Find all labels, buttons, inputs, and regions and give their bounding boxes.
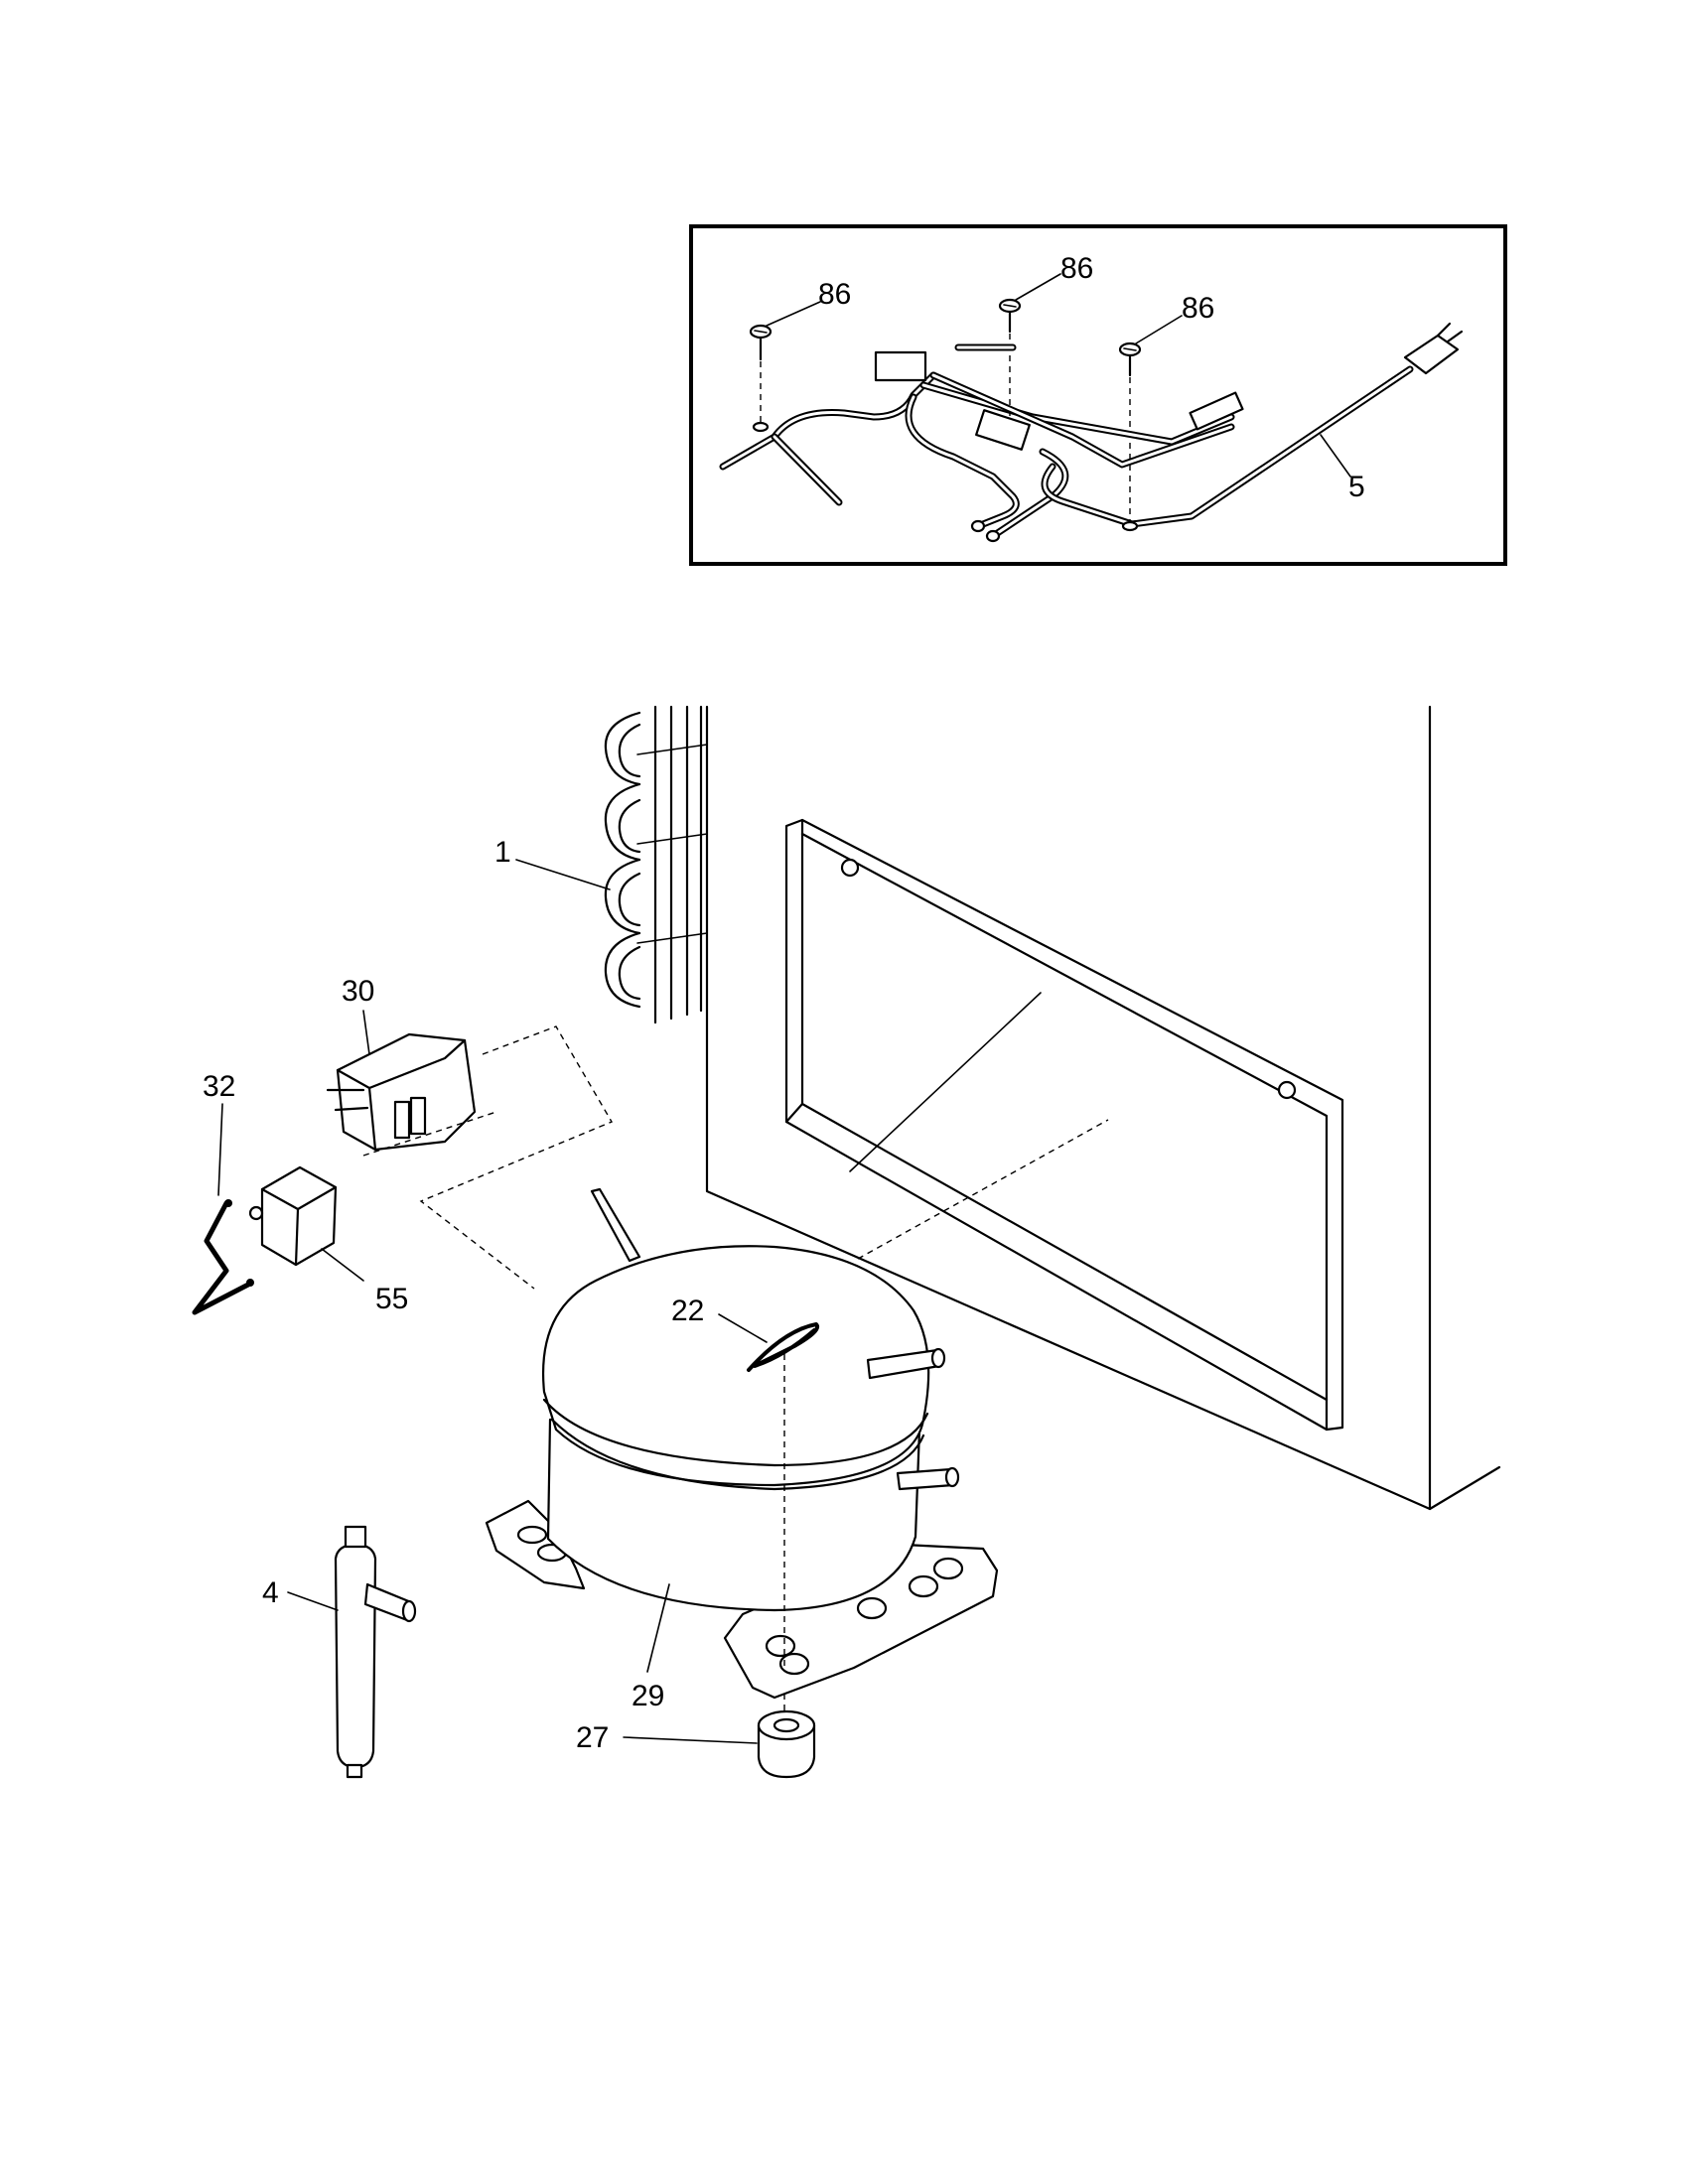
screw-left xyxy=(749,301,821,425)
relay-cover xyxy=(326,1010,614,1290)
junction-block xyxy=(975,409,1031,451)
callout-30: 30 xyxy=(342,975,374,1008)
callout-27: 27 xyxy=(576,1721,609,1754)
connector-block xyxy=(874,350,927,382)
compressor xyxy=(485,1187,999,1723)
power-plug xyxy=(1403,322,1464,375)
callout-86-left: 86 xyxy=(818,278,851,311)
terminal-connector xyxy=(1189,391,1244,431)
callout-86-middle: 86 xyxy=(1060,252,1093,285)
callout-4: 4 xyxy=(262,1576,279,1609)
filter-drier xyxy=(287,1525,417,1779)
callout-22: 22 xyxy=(671,1295,704,1327)
condenser-coil xyxy=(515,705,708,1024)
wire-clip xyxy=(192,1103,254,1315)
rubber-grommet xyxy=(623,1709,816,1779)
wiring-harness-inset xyxy=(689,224,1507,566)
overload-protector xyxy=(248,1165,364,1282)
harness-wires xyxy=(719,343,1414,540)
callout-5: 5 xyxy=(1348,471,1365,503)
compressor-top-clip xyxy=(718,1313,819,1372)
callout-29: 29 xyxy=(632,1680,664,1712)
callout-86-right: 86 xyxy=(1182,292,1214,325)
callout-55: 55 xyxy=(375,1283,408,1315)
screw-right xyxy=(1118,315,1183,524)
callout-1: 1 xyxy=(494,836,511,869)
callout-32: 32 xyxy=(203,1070,235,1103)
cabinet xyxy=(705,705,1501,1511)
